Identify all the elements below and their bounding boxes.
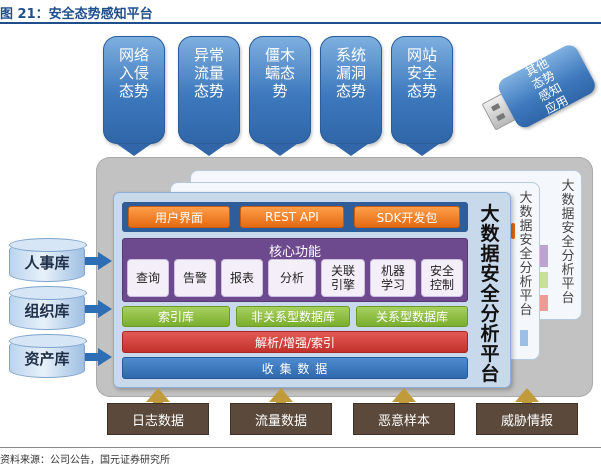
core-item-correlation: 关联 引擎	[321, 259, 365, 297]
source-rule	[0, 447, 601, 448]
usb-other-apps: 其他 态势 感知 应用	[474, 37, 601, 144]
source-threat-intel: 威胁情报	[476, 403, 578, 435]
app-label: 系统 漏洞 态势	[335, 46, 366, 100]
db-arrow-icon	[98, 252, 112, 270]
up-arrow-icon	[515, 388, 539, 402]
db-label: 人事库	[24, 254, 70, 272]
database-icon	[9, 286, 87, 330]
title-rule	[0, 22, 601, 24]
platform-title: 大 数 据 安 全 分 析 平 台	[480, 203, 500, 385]
stack-strip-purple	[540, 245, 548, 267]
source-traffic: 流量数据	[230, 403, 332, 435]
app-abnormal-traffic: 异常 流量 态势	[178, 36, 240, 156]
usb-label: 其他 态势 感知 应用	[523, 55, 571, 117]
app-label: 僵木 蠕态 势	[264, 46, 295, 100]
database-icon	[9, 238, 87, 282]
figure-source: 资料来源：公司公告，国元证券研究所	[0, 455, 170, 466]
core-item-alert: 告警	[174, 259, 216, 297]
db-label: 组织库	[24, 302, 70, 320]
app-label: 网站 安全 态势	[406, 46, 437, 100]
db-assets: 资产库	[9, 334, 87, 380]
core-item-query: 查询	[127, 259, 169, 297]
app-label: 网络 入侵 态势	[118, 46, 149, 100]
core-item-security-control: 安全 控制	[421, 259, 463, 297]
source-logs: 日志数据	[107, 403, 209, 435]
core-item-report: 报表	[221, 259, 263, 297]
figure-title: 图 21：安全态势感知平台	[0, 7, 153, 22]
core-title: 核心功能	[268, 245, 321, 260]
sql-store: 关系型数据库	[356, 306, 468, 327]
stack-strip-green	[540, 272, 548, 288]
db-label: 资产库	[24, 350, 70, 368]
app-network-intrusion: 网络 入侵 态势	[103, 36, 165, 156]
stack-title-middle: 大 数 据 安 全 分 析 平 台	[519, 191, 533, 318]
collect-layer: 收 集 数 据	[122, 357, 468, 379]
db-arrow-shaft	[85, 353, 99, 361]
stack-strip-red	[540, 295, 548, 311]
app-website-security: 网站 安全 态势	[391, 36, 453, 156]
core-item-ml: 机器 学习	[370, 259, 416, 297]
stack-title-back: 大 数 据 安 全 分 析 平 台	[561, 179, 575, 306]
core-item-analysis: 分析	[268, 259, 316, 297]
up-arrow-icon	[269, 388, 293, 402]
db-personnel: 人事库	[9, 238, 87, 284]
source-malware: 恶意样本	[353, 403, 455, 435]
ui-rest-api: REST API	[240, 206, 344, 228]
ui-sdk: SDK开发包	[354, 206, 460, 228]
app-system-vuln: 系统 漏洞 态势	[320, 36, 382, 156]
ui-user-interface: 用户界面	[128, 206, 230, 228]
db-arrow-icon	[98, 348, 112, 366]
db-arrow-icon	[98, 300, 112, 318]
database-icon	[9, 334, 87, 378]
db-arrow-shaft	[85, 305, 99, 313]
stack-strip-blue	[520, 330, 528, 346]
up-arrow-icon	[146, 388, 170, 402]
db-arrow-shaft	[85, 257, 99, 265]
parse-layer: 解析/增强/索引	[122, 331, 468, 353]
app-label: 异常 流量 态势	[193, 46, 224, 100]
app-botnet-worm: 僵木 蠕态 势	[249, 36, 311, 156]
index-store: 索引库	[122, 306, 230, 327]
nosql-store: 非关系型数据库	[236, 306, 350, 327]
up-arrow-icon	[392, 388, 416, 402]
db-organization: 组织库	[9, 286, 87, 332]
